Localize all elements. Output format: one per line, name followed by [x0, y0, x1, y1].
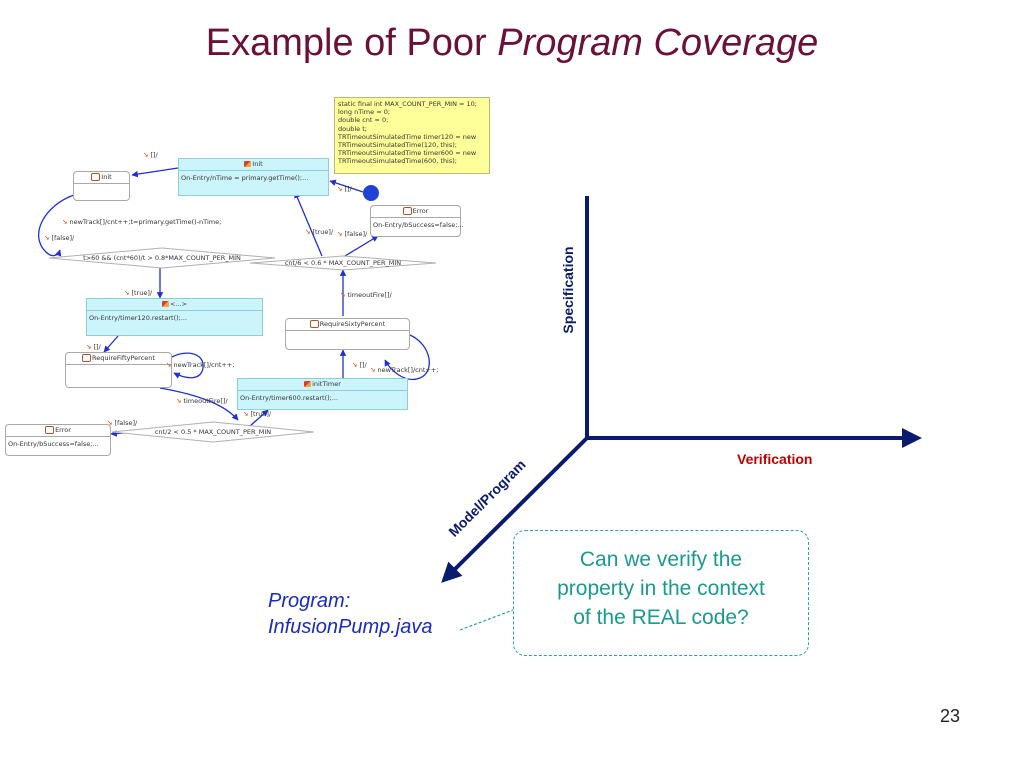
- state-name: Init: [252, 160, 263, 168]
- transition-label: ↘[false]/: [44, 234, 75, 242]
- callout-line: Can we verify the: [579, 548, 743, 571]
- state-icon: [402, 207, 412, 215]
- slide-title: Example of Poor Program Coverage: [0, 22, 1024, 65]
- state-icon: [309, 320, 319, 328]
- transition-label: ↘newTrack[]/cnt++;: [370, 366, 439, 374]
- state-icon: [82, 354, 92, 362]
- program-label: Program: InfusionPump.java: [268, 588, 433, 640]
- transition-label: ↘[true]/: [305, 228, 334, 236]
- transition-fifty-to-d3: [159, 387, 239, 421]
- decision-d1: [48, 247, 276, 269]
- state-body: On-Entry/timer600.restart();...: [240, 394, 339, 402]
- state-error-right: Error On-Entry/bSuccess=false;...: [370, 205, 464, 237]
- transition-label: ↘[false]/: [337, 230, 368, 238]
- state-name: RequireFiftyPercent: [92, 354, 155, 362]
- state-name: initTimer: [312, 380, 341, 388]
- transition-dot-to-init-top: [329, 179, 364, 193]
- decision-d3-label: cnt/2 < 0.5 * MAX_COUNT_PER_MIN: [154, 428, 272, 436]
- decision-d2: [249, 255, 437, 271]
- initial-state-dot: [363, 185, 379, 201]
- callout-connector: [459, 609, 514, 631]
- state-name: Error: [55, 426, 71, 434]
- transition-sixty-loop: [384, 334, 430, 381]
- note-line: TRTimeoutSimulatedTime timer120 = new: [338, 132, 477, 141]
- program-label-line: Program:: [268, 590, 351, 612]
- transition-init-top-to-init-left: [131, 167, 179, 178]
- state-name: RequireSixtyPercent: [319, 320, 386, 328]
- state-name: Error: [412, 207, 429, 215]
- state-require-sixty: RequireSixtyPercent: [285, 318, 410, 350]
- transition-label: ↘[true]/: [243, 410, 272, 418]
- note-line: double t;: [338, 124, 367, 133]
- transition-label: ↘timeoutFire[]/: [340, 291, 392, 299]
- transition-label: ↘[]/: [352, 361, 367, 369]
- specification-axis-label: Specification: [560, 246, 576, 334]
- note-line: TRTimeoutSimulatedTime(120, this);: [338, 141, 457, 150]
- transition-label: ↘newTrack[]/cnt++;t=primary.getTime()-nT…: [62, 218, 222, 226]
- transition-label: ↘[false]/: [107, 419, 138, 427]
- state-body: On-Entry/timer120.restart();...: [89, 314, 188, 322]
- transition-d2-to-init-top: [294, 191, 323, 257]
- model-program-axis: [441, 436, 589, 583]
- transition-d3-to-inittimer: [249, 409, 269, 427]
- transition-label: ↘[]/: [337, 185, 352, 193]
- state-anon: <...> On-Entry/timer120.restart();...: [86, 298, 263, 336]
- verification-axis-label: Verification: [737, 451, 813, 467]
- state-body: On-Entry/bSuccess=false;...: [373, 221, 464, 229]
- decision-d2-label: cnt/6 < 0.6 * MAX_COUNT_PER_MIN: [284, 259, 402, 267]
- initial-state-icon: [244, 161, 252, 167]
- note-line: double cnt = 0;: [338, 116, 389, 125]
- decision-d1-label: t>60 && (cnt*60)/t > 0.8*MAX_COUNT_PER_M…: [83, 254, 241, 262]
- initial-state-icon: [161, 301, 169, 307]
- callout-line: property in the context: [557, 577, 765, 600]
- state-name: Init: [101, 173, 112, 181]
- note-line: static final int MAX_COUNT_PER_MIN = 10;: [338, 100, 477, 108]
- state-body: On-Entry/bSuccess=false;...: [8, 440, 99, 448]
- state-require-fifty: RequireFiftyPercent: [65, 352, 172, 388]
- state-init-timer: initTimer On-Entry/timer600.restart();..…: [237, 378, 408, 410]
- state-init-left: Init: [73, 171, 130, 201]
- state-body: On-Entry/nTime = primary.getTime();...: [181, 174, 309, 182]
- page-number: 23: [940, 706, 961, 726]
- transition-label: ↘[]/: [143, 151, 158, 159]
- transition-d2-to-error: [344, 235, 379, 257]
- callout-box: Can we verify the property in the contex…: [513, 530, 809, 656]
- transition-fifty-loop: [171, 352, 204, 379]
- title-emphasis: Program Coverage: [497, 22, 819, 64]
- transition-anon-to-fifty: [103, 335, 119, 353]
- title-prefix: Example of Poor: [205, 22, 498, 64]
- note-line: long nTime = 0;: [338, 108, 391, 117]
- transition-init-left-loop: [37, 194, 75, 257]
- note-line: TRTimeoutSimulatedTime(600, this);: [338, 157, 457, 166]
- program-label-file: InfusionPump.java: [268, 616, 433, 638]
- note-line: TRTimeoutSimulatedTime timer600 = new: [338, 149, 477, 158]
- transition-label: ↘newTrack[]/cnt++;: [166, 361, 235, 369]
- state-icon: [45, 426, 55, 434]
- transition-label: ↘timeoutFire[]/: [176, 397, 228, 405]
- state-init-top: Init On-Entry/nTime = primary.getTime();…: [178, 158, 329, 196]
- transition-label: ↘[true]/: [124, 289, 153, 297]
- initial-state-icon: [304, 381, 312, 387]
- state-icon: [91, 173, 101, 181]
- variables-note: static final int MAX_COUNT_PER_MIN = 10;…: [334, 97, 490, 174]
- decision-d3: [111, 421, 315, 443]
- state-error-left: Error On-Entry/bSuccess=false;...: [5, 424, 111, 456]
- transition-label: ↘[]/: [86, 343, 101, 351]
- state-name: <...>: [169, 300, 188, 308]
- callout-line: of the REAL code?: [573, 606, 749, 629]
